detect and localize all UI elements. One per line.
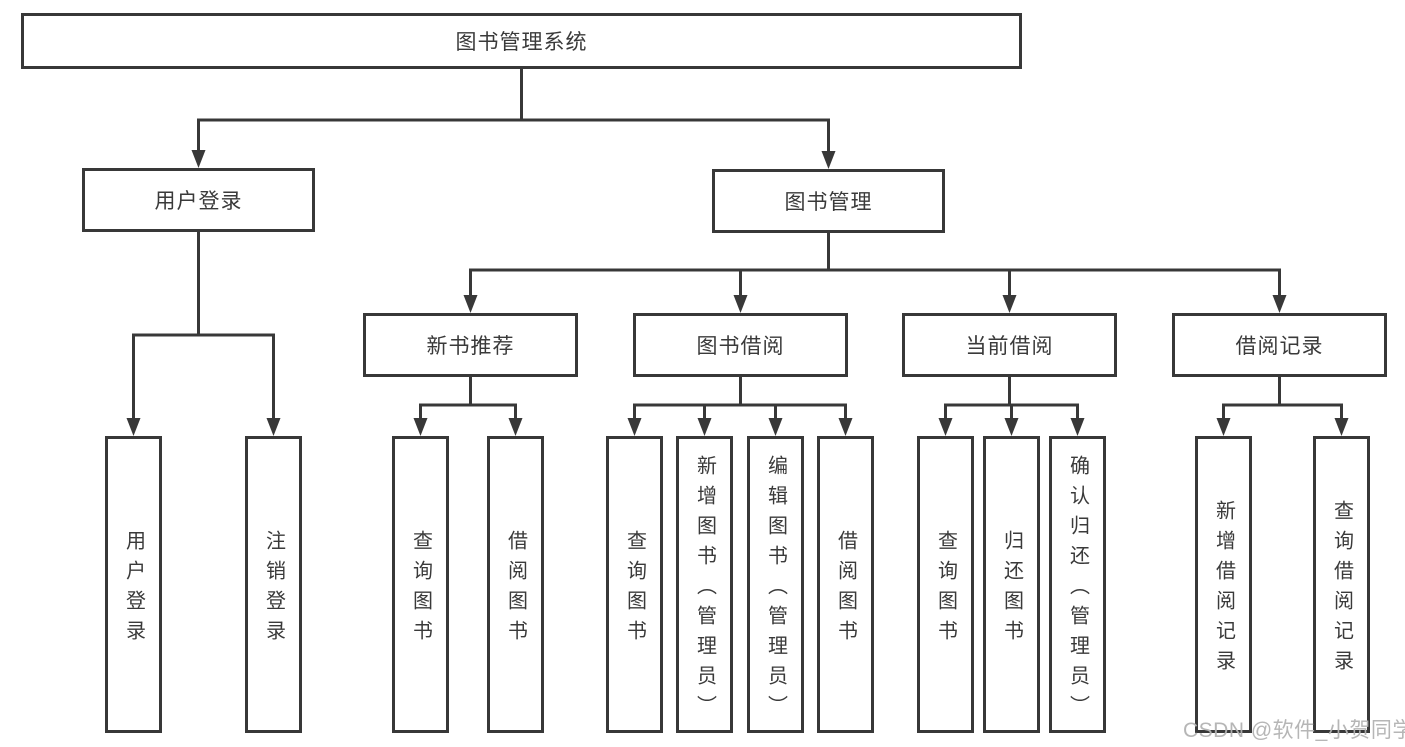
leaf-borrow-edit-book-admin: 编辑图书（管理员） (747, 436, 804, 733)
leaf-logout-login: 注销登录 (245, 436, 302, 733)
node-borrow-record: 借阅记录 (1172, 313, 1387, 377)
leaf-user-login: 用户登录 (105, 436, 162, 733)
node-new-book-recommend: 新书推荐 (363, 313, 578, 377)
root-node-label: 图书管理系统 (455, 31, 588, 54)
leaf-current-confirm-return-admin: 确认归还（管理员） (1049, 436, 1106, 733)
leaf-record-query-borrow-record: 查询借阅记录 (1313, 436, 1370, 733)
leaf-newbook-borrow-book-label: 借阅图书 (504, 529, 527, 650)
node-current-borrow: 当前借阅 (902, 313, 1117, 377)
node-borrow-record-label: 借阅记录 (1235, 335, 1324, 358)
node-book-management-label: 图书管理 (784, 191, 873, 214)
leaf-current-query-book-label: 查询图书 (934, 529, 957, 650)
leaf-newbook-query-book: 查询图书 (392, 436, 449, 733)
leaf-borrow-query-book-label: 查询图书 (623, 529, 646, 650)
leaf-current-query-book: 查询图书 (917, 436, 974, 733)
leaf-newbook-borrow-book: 借阅图书 (487, 436, 544, 733)
root-node: 图书管理系统 (21, 13, 1022, 69)
node-book-management: 图书管理 (712, 169, 945, 233)
leaf-current-return-book: 归还图书 (983, 436, 1040, 733)
node-user-login-label: 用户登录 (154, 190, 243, 213)
leaf-record-query-borrow-record-label: 查询借阅记录 (1330, 499, 1353, 680)
arrowheads (126, 150, 1349, 436)
leaf-record-add-borrow-record-label: 新增借阅记录 (1212, 499, 1235, 680)
node-current-borrow-label: 当前借阅 (965, 335, 1054, 358)
node-new-book-recommend-label: 新书推荐 (426, 335, 515, 358)
leaf-newbook-query-book-label: 查询图书 (409, 529, 432, 650)
node-user-login: 用户登录 (82, 168, 315, 232)
leaf-borrow-borrow-book-label: 借阅图书 (834, 529, 857, 650)
leaf-borrow-edit-book-admin-label: 编辑图书（管理员） (764, 454, 787, 725)
leaf-borrow-borrow-book: 借阅图书 (817, 436, 874, 733)
csdn-watermark: CSDN @软件_小贺同学 (1183, 719, 1405, 742)
node-book-borrow: 图书借阅 (633, 313, 848, 377)
leaf-borrow-add-book-admin: 新增图书（管理员） (676, 436, 733, 733)
leaf-borrow-query-book: 查询图书 (606, 436, 663, 733)
leaf-current-confirm-return-admin-label: 确认归还（管理员） (1066, 454, 1089, 725)
leaf-record-add-borrow-record: 新增借阅记录 (1195, 436, 1252, 733)
leaf-logout-login-label: 注销登录 (262, 529, 285, 650)
leaf-current-return-book-label: 归还图书 (1000, 529, 1023, 650)
leaf-user-login-label: 用户登录 (122, 529, 145, 650)
node-book-borrow-label: 图书借阅 (696, 335, 785, 358)
leaf-borrow-add-book-admin-label: 新增图书（管理员） (693, 454, 716, 725)
